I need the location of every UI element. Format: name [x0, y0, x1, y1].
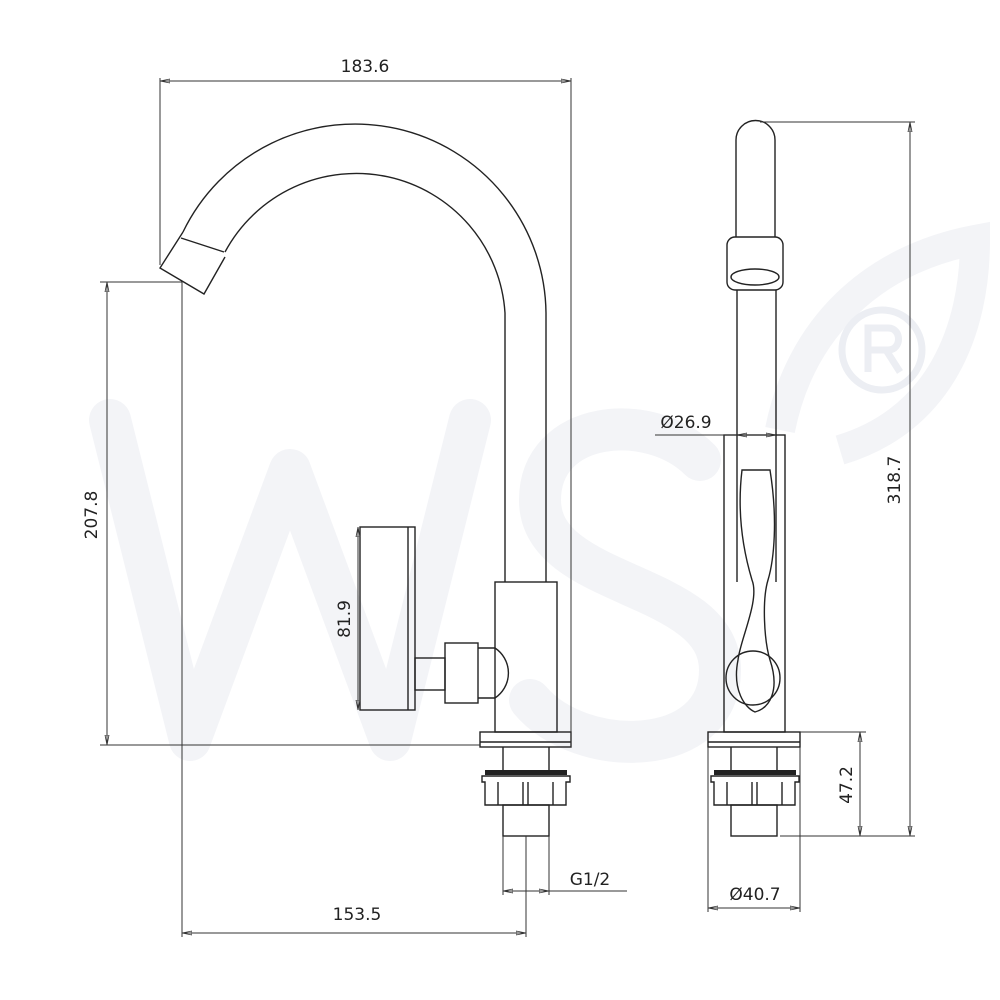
lock-nut: [481, 775, 571, 806]
dim-label-width: 183.6: [341, 57, 390, 77]
base-plate-front: [707, 731, 801, 748]
valve-knob: [478, 647, 510, 699]
side-view: 183.6 207.8 81.9 153.5 G1/2: [82, 57, 627, 937]
valve-knob-front: [725, 650, 781, 706]
lock-nut-front: [710, 775, 800, 806]
dim-label-spout-height: 207.8: [82, 491, 102, 540]
dim-label-reach: 153.5: [333, 905, 382, 925]
watermark-letter-w: [89, 399, 491, 761]
watermark-letter-s: [509, 408, 741, 763]
dim-label-base-diameter: Ø40.7: [729, 885, 780, 905]
dim-label-total-height: 318.7: [885, 456, 905, 505]
registered-mark-glyph: [864, 324, 903, 374]
spout-tip: [735, 119, 776, 237]
registered-icon: [838, 306, 926, 394]
watermark-swoosh: [765, 221, 991, 465]
spout-inner: [224, 172, 506, 582]
dim-label-base-height: 47.2: [837, 766, 857, 804]
dim-label-handle-height: 81.9: [335, 600, 355, 638]
watermark-logo: [89, 221, 991, 763]
washer: [485, 770, 567, 775]
handle-lever-front: [735, 469, 776, 713]
spout-outer: [182, 123, 547, 582]
front-view: 318.7 Ø26.9 47.2 Ø40.7: [655, 119, 915, 912]
thread-pipe: [502, 804, 550, 837]
aerator-ring: [726, 236, 784, 291]
dim-label-thread: G1/2: [570, 870, 611, 890]
dim-label-tube-diameter: Ø26.9: [660, 413, 711, 433]
aerator-nozzle: [159, 231, 226, 295]
thread-pipe-front: [730, 804, 778, 837]
